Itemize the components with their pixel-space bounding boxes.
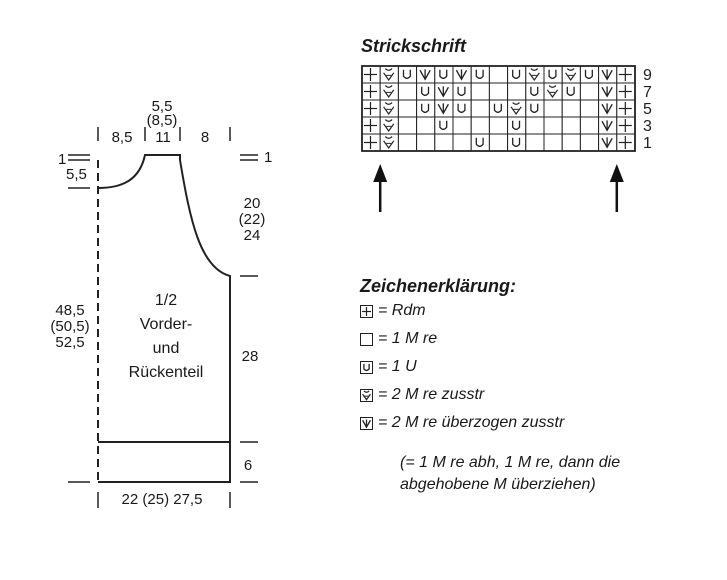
legend-title: Zeichenerklärung: bbox=[360, 276, 517, 296]
length-2: (50,5) bbox=[50, 318, 90, 335]
top-left-width: 8,5 bbox=[111, 129, 133, 146]
legend-continuation-2: abgehobene M überziehen) bbox=[400, 476, 596, 493]
chart-title: Strickschrift bbox=[361, 36, 467, 56]
legend-text: = 2 M re zusstr bbox=[378, 386, 485, 403]
length-1: 48,5 bbox=[55, 302, 85, 319]
side-length: 28 bbox=[241, 348, 259, 365]
armhole-2: (22) bbox=[238, 211, 266, 228]
armhole-3: 24 bbox=[243, 227, 261, 244]
piece-label-4: Rückenteil bbox=[128, 364, 204, 381]
left-neck-depth: 5,5 bbox=[66, 166, 87, 183]
top-right-width: 8 bbox=[200, 129, 210, 146]
shoulder-top-alt: (8,5) bbox=[146, 112, 178, 129]
legend-item: = 1 U bbox=[360, 358, 417, 376]
piece-label-1: 1/2 bbox=[154, 292, 178, 309]
neck-width: 11 bbox=[155, 129, 171, 146]
legend-text: = 2 M re überzogen zusstr bbox=[378, 414, 565, 431]
legend-text: = 1 M re bbox=[378, 330, 438, 347]
armhole-1: 20 bbox=[243, 195, 261, 212]
length-3: 52,5 bbox=[55, 334, 85, 351]
legend-item: = 1 M re bbox=[360, 330, 437, 348]
legend-symbol-icon bbox=[360, 388, 373, 402]
shoulder-top: 5,5 bbox=[151, 98, 173, 115]
legend-symbol-icon bbox=[360, 332, 373, 346]
legend-continuation-1: (= 1 M re abh, 1 M re, dann die bbox=[400, 454, 621, 471]
legend-text: = 1 U bbox=[378, 358, 417, 375]
legend-item: = 2 M re überzogen zusstr bbox=[360, 414, 564, 432]
piece-outline bbox=[97, 154, 231, 483]
right-top-mark: 1 bbox=[264, 149, 273, 166]
legend-item: = 2 M re zusstr bbox=[360, 386, 484, 404]
piece-label-2: Vorder- bbox=[139, 316, 193, 333]
rib-height: 6 bbox=[243, 457, 253, 474]
piece-label-3: und bbox=[152, 340, 180, 357]
legend-symbol-icon bbox=[360, 360, 373, 374]
bottom-width: 22 (25) 27,5 bbox=[121, 491, 203, 508]
legend-symbol-icon bbox=[360, 304, 373, 318]
legend-symbol-icon bbox=[360, 416, 373, 430]
legend-text: = Rdm bbox=[378, 302, 426, 319]
left-neck-depth-top: 1 bbox=[58, 151, 67, 168]
legend-item: = Rdm bbox=[360, 302, 426, 320]
